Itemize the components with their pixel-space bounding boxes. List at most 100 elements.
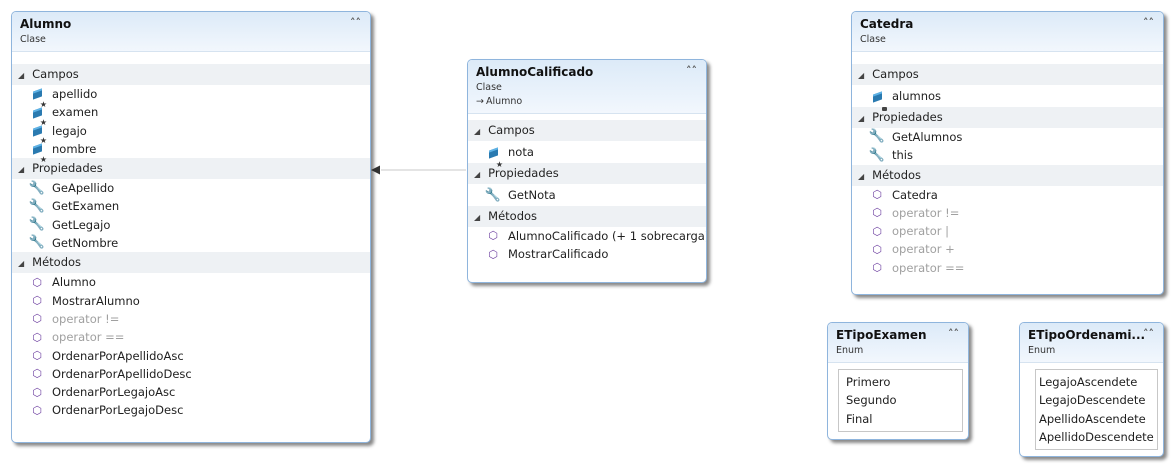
class-header[interactable]: Catedra Clase ˄˄ bbox=[852, 12, 1163, 52]
enum-value[interactable]: Final bbox=[846, 411, 873, 426]
method-icon: ⬡ bbox=[872, 206, 882, 220]
method-item[interactable]: ⬡operator == bbox=[12, 328, 370, 346]
enum-etipo-ordenamiento[interactable]: ETipoOrdenami... Enum ˄˄ LegajoAscendete… bbox=[1019, 322, 1164, 457]
class-header[interactable]: Alumno Clase ˄˄ bbox=[12, 12, 370, 52]
method-item[interactable]: ⬡MostrarAlumno bbox=[12, 292, 370, 310]
section-campos[interactable]: ◢ Campos bbox=[852, 64, 1163, 85]
property-item[interactable]: 🔧this bbox=[852, 146, 1163, 164]
field-name: nota bbox=[508, 145, 534, 159]
field-item[interactable]: ★apellido bbox=[12, 85, 370, 108]
wrench-icon: 🔧 bbox=[484, 187, 502, 203]
method-item[interactable]: ⬡OrdenarPorApellidoAsc bbox=[12, 347, 370, 365]
section-metodos[interactable]: ◢Métodos bbox=[12, 252, 370, 274]
property-name: GetNota bbox=[508, 188, 556, 202]
section-label: Propiedades bbox=[32, 161, 103, 176]
enum-value[interactable]: LegajoAscendete bbox=[1039, 375, 1138, 389]
section-propiedades[interactable]: ◢Propiedades bbox=[468, 163, 706, 184]
section-metodos[interactable]: ◢Métodos bbox=[468, 206, 706, 227]
method-icon: ⬡ bbox=[32, 385, 42, 399]
method-item[interactable]: ⬡Catedra bbox=[852, 186, 1163, 204]
enum-header[interactable]: ETipoExamen Enum ˄˄ bbox=[828, 323, 968, 363]
section-propiedades[interactable]: ◢Propiedades bbox=[852, 107, 1163, 128]
field-item[interactable]: ★nota bbox=[468, 141, 706, 168]
triangle-down-icon: ◢ bbox=[858, 71, 865, 80]
enum-values: LegajoAscendete LegajoDescendete Apellid… bbox=[1035, 369, 1158, 451]
wrench-icon: 🔧 bbox=[868, 147, 886, 163]
method-item[interactable]: ⬡OrdenarPorApellidoDesc bbox=[12, 365, 370, 383]
method-item[interactable]: ⬡operator != bbox=[12, 310, 370, 328]
method-icon: ⬡ bbox=[488, 229, 498, 243]
triangle-down-icon: ◢ bbox=[18, 165, 25, 175]
class-alumno-calificado[interactable]: AlumnoCalificado Clase →Alumno ˄˄ ◢Campo… bbox=[467, 59, 707, 283]
method-name: Catedra bbox=[892, 187, 938, 202]
section-campos[interactable]: ◢Campos bbox=[468, 120, 706, 141]
enum-etipo-examen[interactable]: ETipoExamen Enum ˄˄ Primero Segundo Fina… bbox=[827, 322, 969, 440]
enum-title: ETipoExamen bbox=[836, 328, 927, 342]
class-header[interactable]: AlumnoCalificado Clase →Alumno ˄˄ bbox=[468, 60, 706, 114]
property-name: GetExamen bbox=[52, 199, 120, 214]
field-icon: ★ bbox=[28, 122, 47, 145]
base-class-name: Alumno bbox=[485, 96, 523, 107]
section-label: Propiedades bbox=[488, 166, 559, 180]
method-icon: ⬡ bbox=[32, 275, 42, 289]
wrench-icon: 🔧 bbox=[28, 235, 46, 251]
method-item[interactable]: ⬡OrdenarPorLegajoAsc bbox=[12, 383, 370, 401]
enum-title: ETipoOrdenami... bbox=[1028, 328, 1146, 342]
property-item[interactable]: 🔧 GetNota bbox=[468, 184, 706, 206]
method-icon: ⬡ bbox=[32, 330, 42, 344]
class-title: AlumnoCalificado bbox=[476, 65, 594, 79]
double-chevron-up-icon[interactable]: ˄˄ bbox=[686, 64, 697, 77]
inheritance-arrow-icon bbox=[371, 165, 380, 175]
property-item[interactable]: 🔧GetLegajo bbox=[12, 216, 370, 234]
field-item[interactable]: ★examen bbox=[12, 103, 370, 126]
double-chevron-up-icon[interactable]: ˄˄ bbox=[1143, 16, 1154, 29]
property-name: GetAlumnos bbox=[892, 130, 963, 144]
method-item[interactable]: ⬡operator != bbox=[852, 204, 1163, 222]
enum-value[interactable]: ApellidoDescendete bbox=[1039, 429, 1154, 444]
method-name: OrdenarPorLegajoDesc bbox=[52, 403, 184, 418]
property-item[interactable]: 🔧GetExamen bbox=[12, 197, 370, 215]
method-name: Alumno bbox=[52, 275, 96, 290]
property-name: GeApellido bbox=[52, 181, 115, 196]
triangle-down-icon: ◢ bbox=[858, 114, 865, 123]
double-chevron-up-icon[interactable]: ˄˄ bbox=[948, 327, 959, 340]
class-alumno[interactable]: Alumno Clase ˄˄ ◢Campos ★apellido ★exame… bbox=[11, 11, 371, 443]
class-title: Catedra bbox=[860, 17, 914, 31]
method-item[interactable]: ⬡MostrarCalificado bbox=[468, 245, 706, 263]
method-item[interactable]: ⬡ Alumno bbox=[12, 273, 370, 291]
method-item[interactable]: ⬡operator | bbox=[852, 222, 1163, 240]
section-label: Métodos bbox=[872, 167, 922, 182]
double-chevron-up-icon[interactable]: ˄˄ bbox=[1143, 327, 1154, 340]
method-name: MostrarCalificado bbox=[508, 247, 609, 262]
class-kind: Clase bbox=[860, 34, 886, 45]
property-item[interactable]: 🔧GetAlumnos bbox=[852, 128, 1163, 146]
section-metodos[interactable]: ◢Métodos bbox=[852, 164, 1163, 186]
triangle-down-icon: ◢ bbox=[474, 213, 481, 222]
enum-value[interactable]: Segundo bbox=[846, 393, 897, 408]
class-catedra[interactable]: Catedra Clase ˄˄ ◢ Campos alumnos ◢Propie… bbox=[851, 11, 1164, 295]
method-item[interactable]: ⬡OrdenarPorLegajoDesc bbox=[12, 401, 370, 419]
method-item[interactable]: ⬡operator == bbox=[852, 259, 1163, 277]
enum-value[interactable]: ApellidoAscendete bbox=[1039, 411, 1146, 426]
property-name: GetLegajo bbox=[52, 217, 111, 232]
field-name: legajo bbox=[52, 123, 87, 138]
section-label: Campos bbox=[488, 123, 535, 137]
field-name: alumnos bbox=[892, 89, 942, 103]
field-item[interactable]: alumnos bbox=[852, 85, 1163, 111]
property-item[interactable]: 🔧GetNombre bbox=[12, 234, 370, 252]
property-item[interactable]: 🔧GeApellido bbox=[12, 179, 370, 197]
enum-value[interactable]: LegajoDescendete bbox=[1039, 393, 1146, 408]
double-chevron-up-icon[interactable]: ˄˄ bbox=[350, 16, 361, 29]
method-name: operator != bbox=[52, 311, 120, 326]
method-name: AlumnoCalificado (+ 1 sobrecarga) bbox=[508, 229, 707, 243]
method-item[interactable]: ⬡ AlumnoCalificado (+ 1 sobrecarga) bbox=[468, 227, 706, 245]
enum-value[interactable]: Primero bbox=[846, 375, 891, 389]
section-campos[interactable]: ◢Campos bbox=[12, 64, 370, 85]
field-item[interactable]: ★ legajo bbox=[12, 122, 370, 145]
section-label: Campos bbox=[872, 67, 919, 81]
enum-header[interactable]: ETipoOrdenami... Enum ˄˄ bbox=[1020, 323, 1163, 363]
method-item[interactable]: ⬡operator + bbox=[852, 240, 1163, 258]
section-propiedades[interactable]: ◢ Propiedades bbox=[12, 158, 370, 180]
field-item[interactable]: ★nombre bbox=[12, 140, 370, 163]
